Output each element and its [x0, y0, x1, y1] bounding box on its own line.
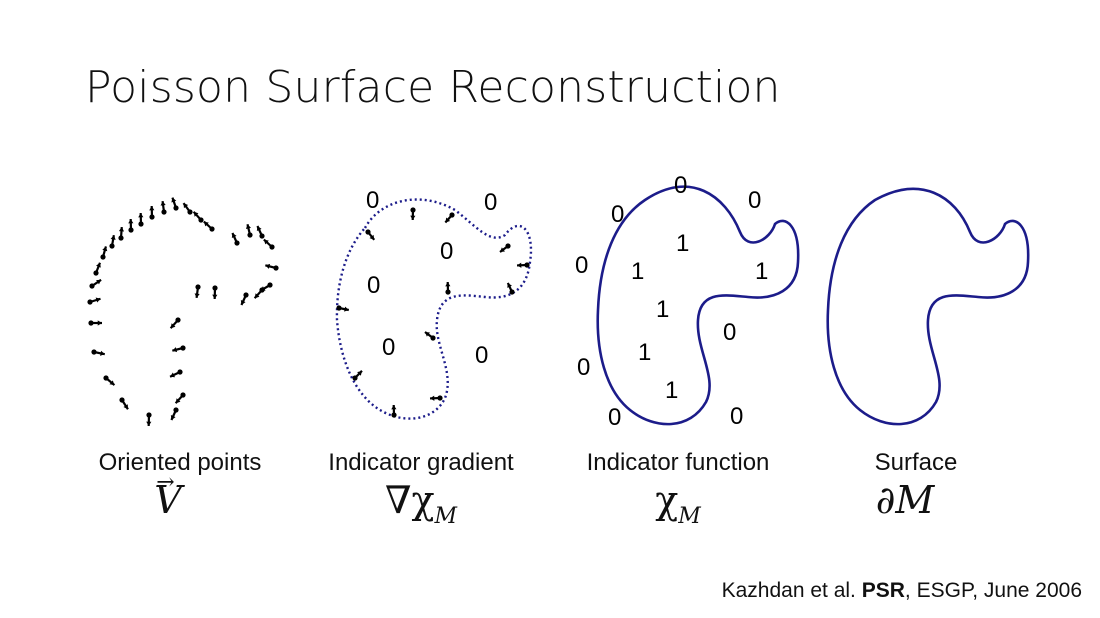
gradient-arrow: [352, 370, 363, 381]
panel-label-surface: Surface: [874, 449, 958, 476]
panel-label-indicator-gradient: Indicator gradient: [328, 449, 514, 476]
symbol-text: ∂M: [875, 478, 935, 522]
function-value: 1: [631, 258, 644, 285]
oriented-point: [253, 287, 265, 299]
citation-prefix: Kazhdan et al.: [721, 579, 856, 602]
oriented-point: [146, 412, 152, 427]
gradient-value: 0: [484, 189, 497, 216]
function-contour: [596, 185, 800, 426]
panel-label-oriented-points: Oriented points: [98, 449, 262, 476]
function-value: 1: [755, 258, 768, 285]
oriented-point: [119, 397, 129, 410]
oriented-point: [174, 392, 186, 404]
gradient-arrow: [410, 207, 416, 221]
function-value: 0: [674, 172, 687, 199]
gradient-value: 0: [382, 334, 395, 361]
oriented-point: [128, 218, 134, 233]
function-value: 0: [748, 187, 761, 214]
oriented-point: [103, 375, 116, 386]
slide-title: Poisson Surface Reconstruction: [85, 62, 781, 113]
citation: Kazhdan et al. PSR, ESGP, June 2006: [722, 579, 1082, 603]
symbol-text: χ: [655, 478, 679, 522]
symbol-subscript: M: [434, 504, 458, 529]
oriented-point: [240, 292, 249, 306]
oriented-point: [100, 246, 108, 260]
oriented-point: [182, 202, 193, 215]
oriented-point: [160, 200, 167, 215]
function-value: 1: [656, 296, 669, 323]
function-value: 0: [730, 403, 743, 430]
function-value: 1: [676, 230, 689, 257]
oriented-point: [93, 262, 102, 276]
oriented-point: [265, 263, 279, 271]
oriented-point: [149, 205, 155, 220]
function-value: 0: [575, 252, 588, 279]
gradient-arrows: [336, 207, 530, 418]
oriented-point: [89, 278, 102, 289]
oriented-point: [256, 225, 265, 239]
gradient-arrow: [516, 262, 530, 268]
citation-suffix: , ESGP, June 2006: [904, 579, 1082, 602]
gradient-arrow: [445, 281, 451, 295]
symbol-indicator-gradient: ∇χM: [385, 478, 457, 529]
oriented-point: [138, 212, 144, 227]
oriented-point: [118, 226, 125, 241]
gradient-arrow: [336, 305, 350, 312]
gradient-arrow: [365, 229, 376, 241]
gradient-value: 0: [475, 342, 488, 369]
gradient-value: 0: [367, 272, 380, 299]
gradient-arrow: [506, 282, 515, 295]
oriented-point: [263, 238, 275, 250]
oriented-point: [172, 345, 186, 353]
oriented-point: [169, 369, 183, 378]
oriented-point: [109, 234, 116, 249]
surface-contour: [826, 187, 1030, 426]
function-value: 1: [665, 377, 678, 404]
gradient-arrow: [391, 404, 397, 418]
oriented-point: [169, 317, 181, 329]
oriented-point: [87, 297, 101, 305]
gradient-arrow: [444, 212, 455, 224]
symbol-indicator-function: χM: [655, 478, 701, 529]
gradient-value: 0: [440, 238, 453, 265]
function-value: 0: [608, 404, 621, 431]
symbol-subscript: M: [678, 504, 701, 529]
oriented-point: [212, 285, 218, 300]
oriented-point: [91, 349, 105, 356]
gradient-arrow: [429, 395, 443, 401]
oriented-point: [194, 284, 201, 299]
citation-bold: PSR: [861, 579, 905, 602]
gradient-arrow: [424, 331, 436, 341]
oriented-point: [170, 407, 179, 421]
oriented-point: [192, 211, 204, 223]
function-value: 1: [638, 339, 651, 366]
oriented-point: [203, 220, 215, 232]
function-value: 0: [723, 319, 736, 346]
function-value: 0: [577, 354, 590, 381]
panel-label-indicator-function: Indicator function: [586, 449, 770, 476]
gradient-arrow: [499, 243, 511, 253]
vector-arrow-icon: →: [156, 470, 175, 495]
symbol-text: ∇χ: [384, 478, 435, 522]
function-value: 0: [611, 201, 624, 228]
oriented-point: [245, 224, 253, 238]
oriented-point: [88, 320, 102, 326]
symbol-oriented-points: →V: [154, 470, 182, 522]
gradient-value: 0: [366, 187, 379, 214]
oriented-point: [171, 197, 179, 211]
symbol-text: V: [154, 478, 182, 522]
gradient-contour: [335, 198, 533, 420]
oriented-point: [231, 232, 240, 246]
oriented-points: [87, 197, 279, 427]
symbol-surface: ∂M: [876, 478, 935, 522]
